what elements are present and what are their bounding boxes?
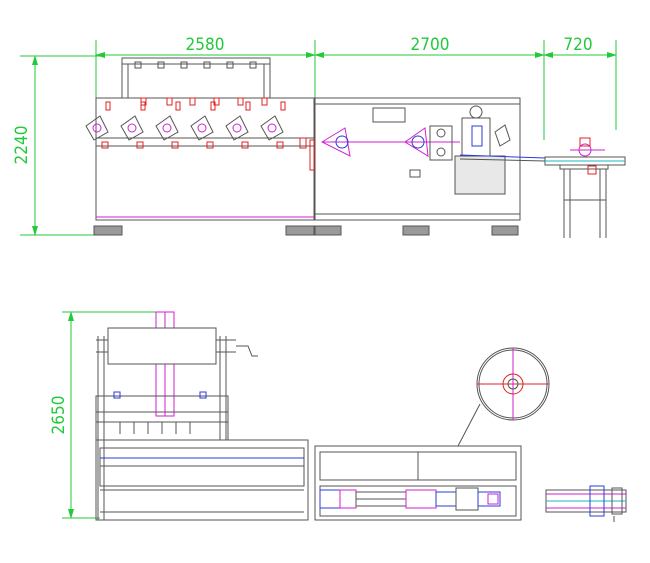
reel-units [85,97,286,149]
right-table [544,137,626,238]
dimension-2580-label: 2580 [186,35,225,55]
dimension-2700-label: 2700 [411,35,450,55]
top-view [62,311,627,522]
front-view [20,40,626,238]
coil-reel [457,347,550,447]
right-small-unit [545,485,627,522]
forming-mechanism [320,105,546,162]
drive-components [319,487,501,511]
dimension-lines-top [20,40,617,236]
dimension-2650-label: 2650 [49,396,69,435]
dimension-720-label: 720 [563,35,592,55]
dimension-2240-label: 2240 [12,126,32,165]
